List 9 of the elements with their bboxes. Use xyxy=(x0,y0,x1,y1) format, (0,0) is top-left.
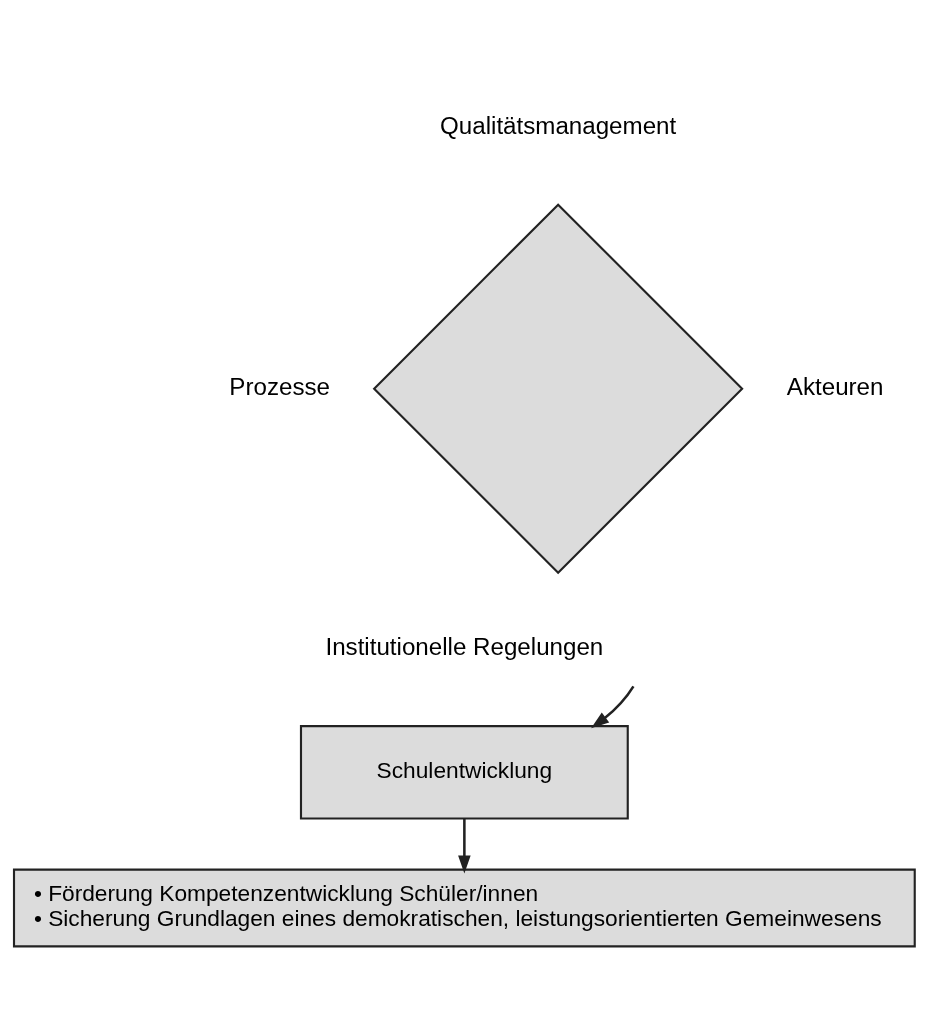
arrow xyxy=(458,818,471,874)
node-label: Qualitätsmanagement xyxy=(440,111,677,139)
node-diamond xyxy=(372,203,744,575)
node-label: Institutionelle Regelungen xyxy=(325,633,604,661)
node-box: • Förderung Kompetenzentwicklung Schüler/innen • Sicherung Grundlagen eines demokratischen, leistungsorientierten Gemeinwesens xyxy=(12,868,916,948)
node-box: Schulentwicklung xyxy=(299,725,629,820)
arrow xyxy=(591,685,635,729)
node-label: Prozesse xyxy=(229,372,330,400)
node-label: Akteuren xyxy=(786,372,884,400)
